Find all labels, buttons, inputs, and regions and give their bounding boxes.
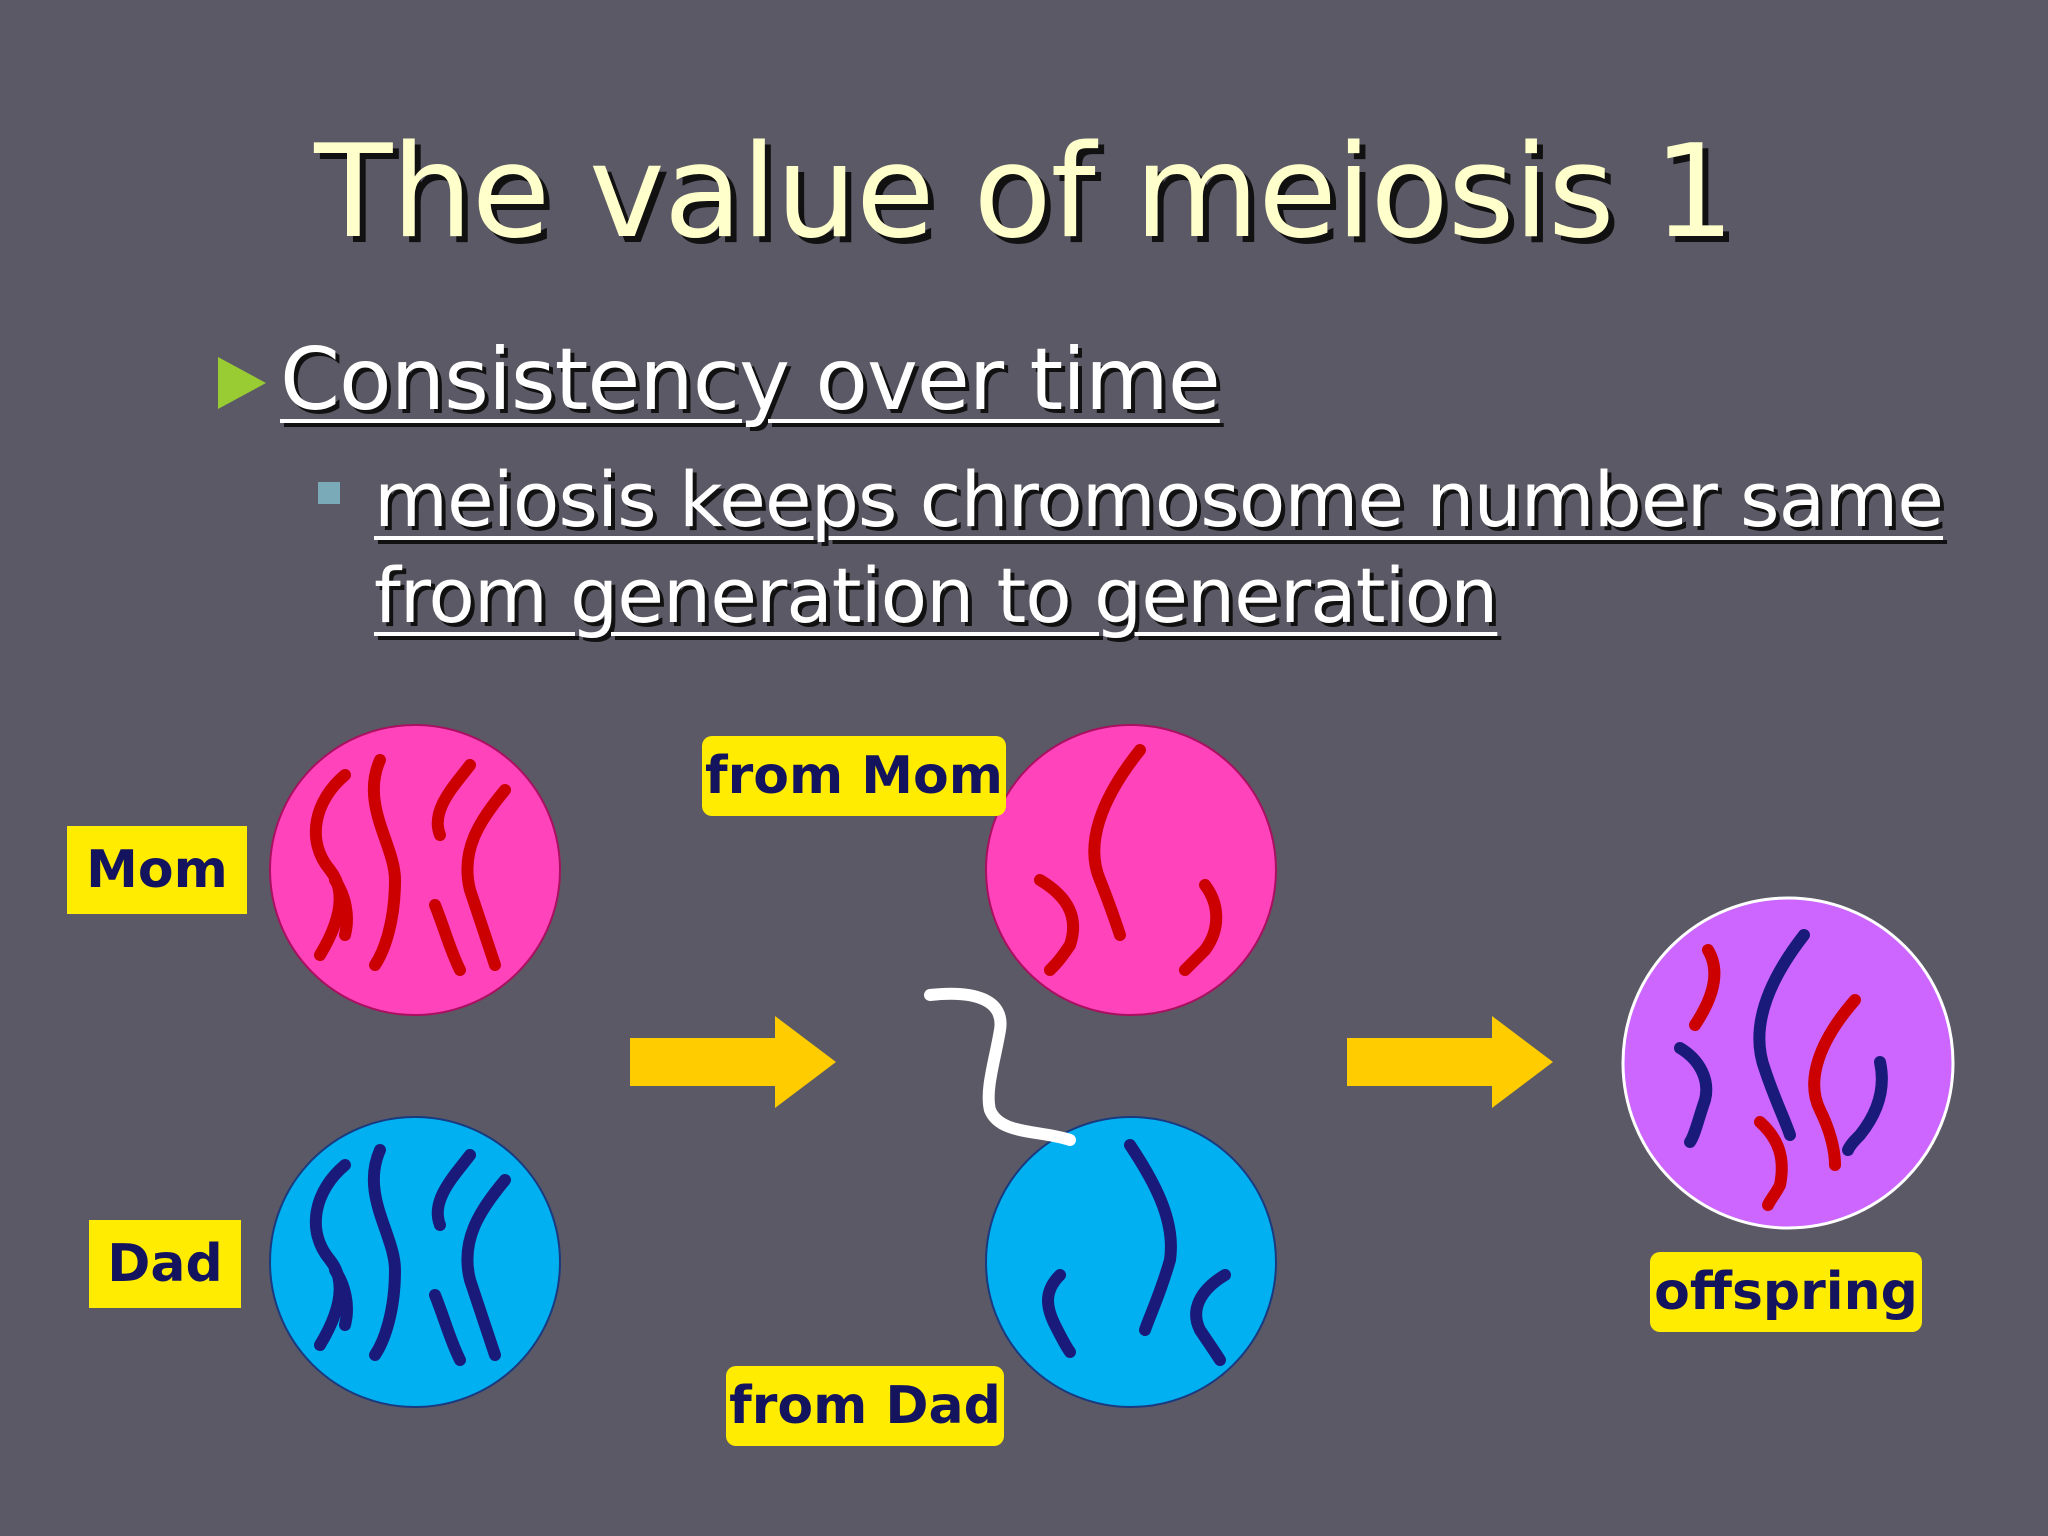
triangle-bullet-icon: [218, 357, 266, 409]
bullet-main-text[interactable]: Consistency over time: [280, 330, 1221, 430]
label-mom: Mom: [67, 826, 247, 914]
fertilization-squiggle: [924, 987, 1076, 1146]
bullet-sub-text[interactable]: meiosis keeps chromosome number same fro…: [374, 455, 1944, 640]
slide-title: The value of meiosis 1: [314, 118, 1735, 267]
label-offspring: offspring: [1650, 1252, 1922, 1332]
bullet-main: Consistency over time: [218, 330, 1221, 430]
dad-cell: [269, 1116, 561, 1408]
offspring-cell: [1621, 896, 1955, 1230]
arrow-right-icon: [630, 1016, 836, 1108]
square-bullet-icon: [318, 482, 340, 504]
dad-gamete-cell: [985, 1116, 1277, 1408]
arrow-right-icon: [1347, 1016, 1553, 1108]
label-from-mom: from Mom: [702, 736, 1006, 816]
mom-cell: [269, 724, 561, 1016]
mom-gamete-cell: [985, 724, 1277, 1016]
label-from-dad: from Dad: [726, 1366, 1004, 1446]
label-dad: Dad: [89, 1220, 241, 1308]
